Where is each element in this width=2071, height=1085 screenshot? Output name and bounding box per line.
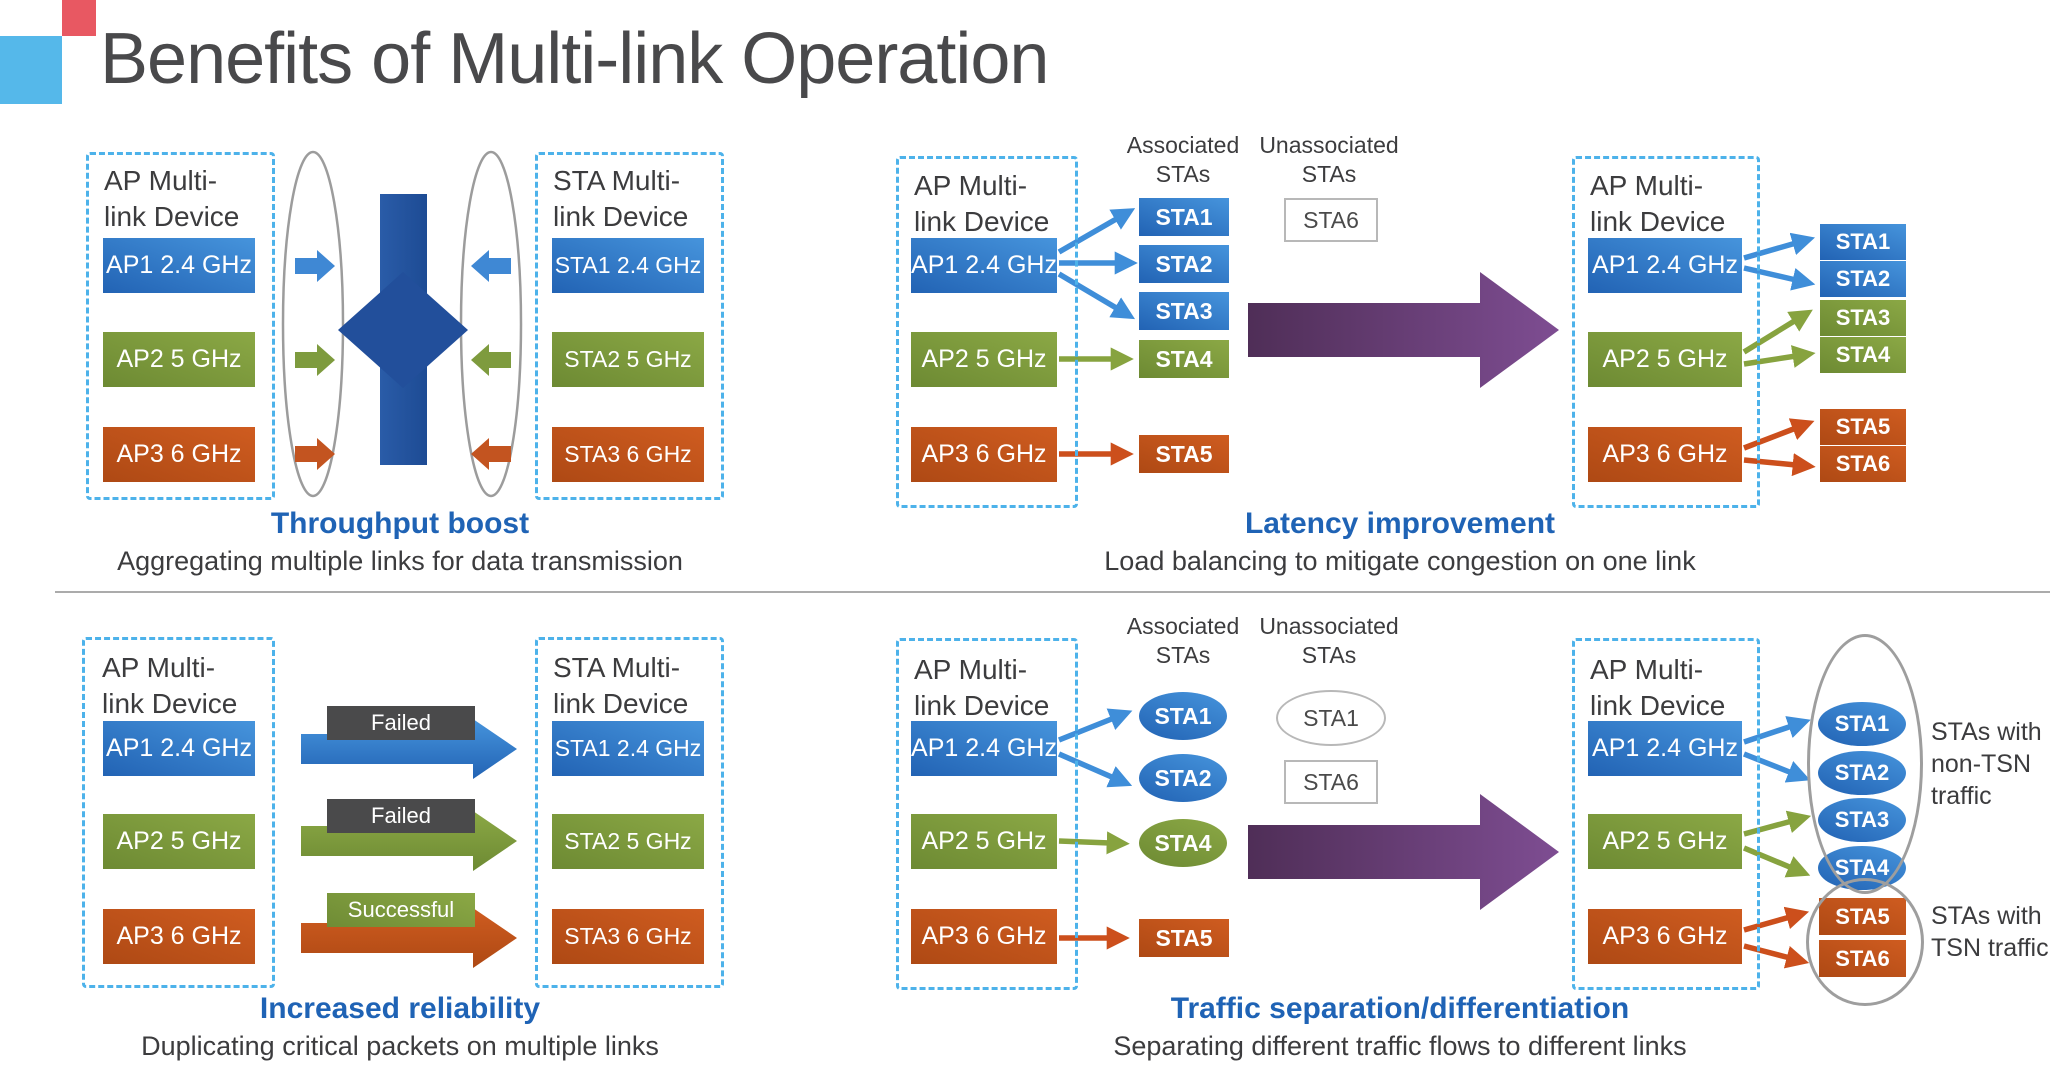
link-arrow-right-orange-icon <box>295 438 335 470</box>
sp-sta6-unassociated-node: STA6 <box>1284 760 1378 804</box>
tp-ap-mld-title: AP Multi- link Device <box>104 165 240 232</box>
tp-sta-mld-title: STA Multi- link Device <box>553 165 689 232</box>
sp-associated-header: Associated STAs <box>1126 613 1240 668</box>
lt-after-sta3-node: STA3 <box>1820 300 1906 336</box>
rl-ap3-box: AP3 6 GHz <box>103 909 255 964</box>
rl-status-failed-1: Failed <box>327 706 475 740</box>
rl-ap1-box: AP1 2.4 GHz <box>103 721 255 776</box>
link-arrow-left-orange-icon <box>471 438 511 470</box>
sp-sta1-node: STA1 <box>1139 692 1227 740</box>
lt-ap-mld-title-after: AP Multi- link Device <box>1590 170 1726 237</box>
lt-caption: Latency improvement <box>1244 507 1556 540</box>
sp-subcaption: Separating different traffic flows to di… <box>1113 1031 1687 1061</box>
lt-unassociated-header: Unassociated STAs <box>1259 132 1399 187</box>
sp-ap-mld-box-after <box>1572 638 1760 990</box>
lt-after-sta1-node: STA1 <box>1820 224 1906 260</box>
sp-ap3-box-before: AP3 6 GHz <box>911 909 1057 964</box>
lt-ap-mld-box-before <box>896 156 1078 508</box>
sp-ap-mld-title-before: AP Multi- link Device <box>914 654 1050 721</box>
rl-status-failed-2: Failed <box>327 799 475 833</box>
separation-after-arrows <box>1742 716 1812 969</box>
rl-ap-mld-box <box>82 637 275 988</box>
sp-non-tsn-group-oval <box>1807 634 1923 894</box>
latency-transition-arrow <box>1248 272 1559 388</box>
aggregation-diamond <box>338 272 468 388</box>
lt-sta1-node: STA1 <box>1139 198 1229 236</box>
tp-ap-mld-box <box>86 152 275 500</box>
link-arrow-left-green-icon <box>471 344 511 376</box>
tp-sta3-box: STA3 6 GHz <box>552 427 704 482</box>
sp-ap1-box-before: AP1 2.4 GHz <box>911 721 1057 776</box>
sp-sta1-unassociated-node: STA1 <box>1276 690 1386 746</box>
lt-ap1-box-after: AP1 2.4 GHz <box>1588 238 1742 293</box>
lt-sta6-unassociated-node: STA6 <box>1284 198 1378 242</box>
tp-caption: Throughput boost <box>270 507 530 540</box>
tp-sta-mld-box <box>535 152 724 500</box>
rl-sta-mld-title: STA Multi- link Device <box>553 652 689 719</box>
lt-ap2-box-after: AP2 5 GHz <box>1588 332 1742 387</box>
lt-ap2-box-before: AP2 5 GHz <box>911 332 1057 387</box>
right-links-oval <box>459 150 523 498</box>
latency-after-arrows <box>1742 232 1816 477</box>
lt-sta2-node: STA2 <box>1139 245 1229 283</box>
lt-ap-mld-box-after <box>1572 156 1760 508</box>
left-links-oval <box>281 150 345 498</box>
sp-ap2-box-before: AP2 5 GHz <box>911 814 1057 869</box>
lt-sta3-node: STA3 <box>1139 292 1229 330</box>
latency-before-arrows <box>1057 208 1138 466</box>
tp-subcaption: Aggregating multiple links for data tran… <box>117 546 683 576</box>
page-title: Benefits of Multi-link Operation <box>100 19 1049 99</box>
lt-after-sta4-node: STA4 <box>1820 337 1906 373</box>
tp-sta1-box: STA1 2.4 GHz <box>552 238 704 293</box>
throughput-aggregation-graphic <box>281 150 523 498</box>
section-divider <box>55 591 2050 593</box>
link-arrow-left-blue-icon <box>471 250 511 282</box>
link-arrow-right-green-icon <box>295 344 335 376</box>
lt-sta4-node: STA4 <box>1139 340 1229 378</box>
separation-before-arrows <box>1057 708 1133 950</box>
tp-sta2-box: STA2 5 GHz <box>552 332 704 387</box>
rl-sta1-box: STA1 2.4 GHz <box>552 721 704 776</box>
sp-ap-mld-title-after: AP Multi- link Device <box>1590 654 1726 721</box>
rl-subcaption: Duplicating critical packets on multiple… <box>141 1031 659 1061</box>
rl-sta3-box: STA3 6 GHz <box>552 909 704 964</box>
lt-subcaption: Load balancing to mitigate congestion on… <box>1104 546 1696 576</box>
lt-ap3-box-before: AP3 6 GHz <box>911 427 1057 482</box>
sp-sta4-node: STA4 <box>1139 819 1227 867</box>
tp-ap1-box: AP1 2.4 GHz <box>103 238 255 293</box>
lt-ap1-box-before: AP1 2.4 GHz <box>911 238 1057 293</box>
lt-after-sta5-node: STA5 <box>1820 409 1906 445</box>
tp-ap2-box: AP2 5 GHz <box>103 332 255 387</box>
lt-sta5-node: STA5 <box>1139 435 1229 473</box>
sp-ap1-box-after: AP1 2.4 GHz <box>1588 721 1742 776</box>
sp-non-tsn-group-label: STAs with non-TSN traffic <box>1931 718 2042 810</box>
reliability-link-arrows <box>301 719 517 968</box>
sp-ap2-box-after: AP2 5 GHz <box>1588 814 1742 869</box>
lt-after-sta6-node: STA6 <box>1820 446 1906 482</box>
rl-ap2-box: AP2 5 GHz <box>103 814 255 869</box>
lt-associated-header: Associated STAs <box>1126 132 1240 187</box>
sp-caption: Traffic separation/differentiation <box>1170 992 1630 1025</box>
sp-unassociated-header: Unassociated STAs <box>1259 613 1399 668</box>
sp-sta5-node: STA5 <box>1139 919 1229 957</box>
separation-transition-arrow <box>1248 794 1559 910</box>
link-arrow-right-blue-icon <box>295 250 335 282</box>
lt-ap-mld-title-before: AP Multi- link Device <box>914 170 1050 237</box>
sp-ap-mld-box-before <box>896 638 1078 990</box>
rl-caption: Increased reliability <box>259 992 541 1025</box>
tp-ap3-box: AP3 6 GHz <box>103 427 255 482</box>
lt-after-sta2-node: STA2 <box>1820 261 1906 297</box>
rl-ap-mld-title: AP Multi- link Device <box>102 652 238 719</box>
sp-tsn-group-circle <box>1806 878 1924 1006</box>
logo-red-square-icon <box>62 0 96 36</box>
rl-sta-mld-box <box>535 637 724 988</box>
sp-sta2-node: STA2 <box>1139 754 1227 802</box>
sp-tsn-group-label: STAs with TSN traffic <box>1931 902 2049 962</box>
sp-ap3-box-after: AP3 6 GHz <box>1588 909 1742 964</box>
rl-status-successful: Successful <box>327 893 475 927</box>
lt-ap3-box-after: AP3 6 GHz <box>1588 427 1742 482</box>
rl-sta2-box: STA2 5 GHz <box>552 814 704 869</box>
logo-blue-square-icon <box>0 36 62 104</box>
